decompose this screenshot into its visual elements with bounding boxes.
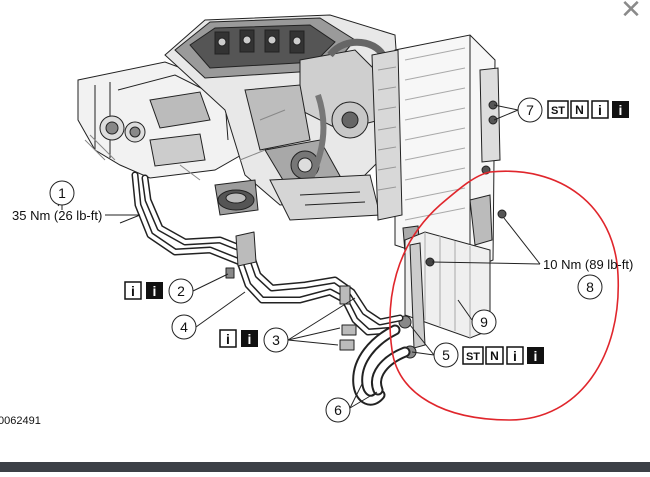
callout-8-number: 8 <box>586 279 594 295</box>
badge-group-7: ST N i i <box>547 100 629 119</box>
callout-8: 8 <box>577 274 603 300</box>
callout-1-number: 1 <box>58 185 66 201</box>
badge-group-5: ST N i i <box>462 346 544 365</box>
new-part-badge: N <box>575 103 584 117</box>
cooler-lines-illustration <box>131 171 411 406</box>
special-tool-badge: ST <box>551 105 565 117</box>
info-icon-filled: i <box>248 331 252 347</box>
info-icon-filled: i <box>619 102 623 118</box>
callout-3: 3 <box>263 327 289 353</box>
callout-2-number: 2 <box>177 283 185 299</box>
callout-2: 2 <box>168 278 194 304</box>
info-icon: i <box>598 102 602 118</box>
info-icon-filled: i <box>153 283 157 299</box>
info-icon: i <box>131 283 135 299</box>
callout-5: 5 <box>433 342 459 368</box>
info-icon: i <box>226 331 230 347</box>
badge-group-2: i i <box>124 281 163 300</box>
badge-group-3: i i <box>219 329 258 348</box>
callout-6-number: 6 <box>334 402 342 418</box>
callout-3-number: 3 <box>272 332 280 348</box>
engine-illustration <box>77 14 401 221</box>
radiator-illustration <box>371 34 507 271</box>
callout-9-number: 9 <box>480 314 488 330</box>
figure-id: 0062491 <box>0 415 41 427</box>
callout-7-number: 7 <box>526 102 534 118</box>
new-part-badge: N <box>490 349 499 363</box>
special-tool-badge: ST <box>466 351 480 363</box>
torque-label-1: 35 Nm (26 lb-ft) <box>12 208 102 223</box>
close-icon[interactable]: ✕ <box>620 0 642 25</box>
callout-4: 4 <box>171 314 197 340</box>
oil-cooler-illustration <box>398 231 491 359</box>
callout-1: 1 <box>49 180 75 206</box>
torque-label-10nm: 10 Nm (89 lb-ft) <box>543 257 633 272</box>
info-icon: i <box>513 348 517 364</box>
callout-9: 9 <box>471 309 497 335</box>
info-icon-filled: i <box>534 348 538 364</box>
bottom-toolbar-strip <box>0 462 650 472</box>
callout-7: 7 <box>517 97 543 123</box>
red-highlight-circle <box>389 170 620 421</box>
callout-5-number: 5 <box>442 347 450 363</box>
callout-6: 6 <box>325 397 351 423</box>
callout-4-number: 4 <box>180 319 188 335</box>
